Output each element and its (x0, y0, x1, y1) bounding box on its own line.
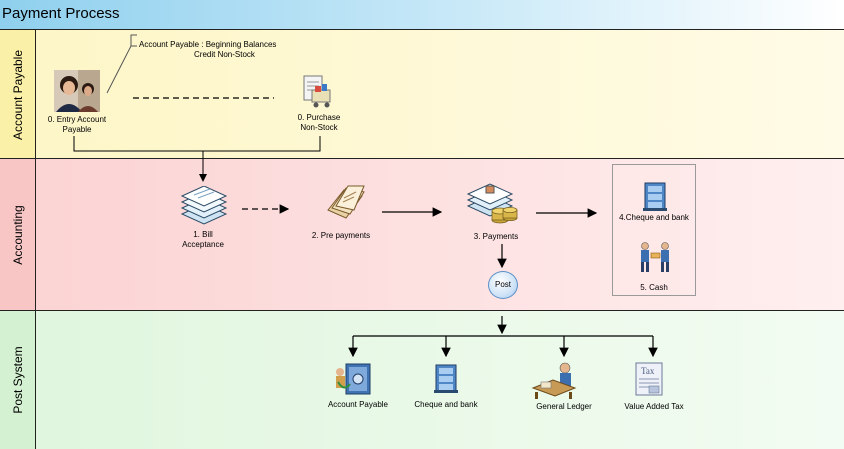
lane-label-accounting: Accounting (0, 159, 36, 311)
lane-label-account-payable: Account Payable (0, 30, 36, 159)
node-cheque-label: 4.Cheque and bank (619, 213, 689, 222)
lane-accounting: Accounting (0, 158, 844, 311)
bill-label-line2: Acceptance (182, 240, 224, 249)
document-stack-icon[interactable] (180, 186, 228, 226)
documents-coins-icon[interactable] (466, 180, 520, 226)
node-bill-label: 1. Bill Acceptance (166, 230, 240, 250)
lane-account-payable: Account Payable (0, 29, 844, 159)
tax-document-icon[interactable]: Tax (633, 360, 667, 398)
node-post-cheque-label: Cheque and bank (414, 400, 478, 409)
vault-icon[interactable] (334, 362, 374, 396)
purchase-label-line2: Non-Stock (300, 123, 338, 132)
purchase-label-line1: 0. Purchase (297, 113, 341, 122)
accountant-desk-icon[interactable] (531, 360, 577, 400)
entry-label-line1: 0. Entry Account (47, 115, 107, 124)
annotation-line2: Credit Non-Stock (194, 50, 255, 59)
node-post-vat-label: Value Added Tax (624, 402, 684, 411)
post-node[interactable]: Post (488, 271, 518, 299)
diagram-title: Payment Process (2, 5, 120, 22)
clipboard-cart-icon[interactable] (298, 74, 336, 110)
paper-documents-icon[interactable] (324, 182, 366, 222)
payment-method-group (612, 164, 696, 296)
lane-post-system: Post System (0, 310, 844, 449)
bank-building-icon[interactable] (432, 362, 460, 394)
entry-label-line2: Payable (62, 125, 92, 134)
node-prepay-label: 2. Pre payments (311, 231, 371, 240)
people-photo[interactable] (54, 70, 100, 112)
post-node-label: Post (494, 280, 511, 289)
node-post-gl-label: General Ledger (536, 402, 592, 411)
node-cash-label: 5. Cash (640, 283, 668, 292)
bank-building-icon[interactable] (641, 180, 669, 212)
node-entry-label: 0. Entry Account Payable (40, 115, 114, 135)
lane-label-post-system: Post System (0, 311, 36, 449)
annotation-bracket (106, 34, 137, 94)
node-purchase-label: 0. Purchase Non-Stock (282, 113, 356, 133)
node-post-ap-label: Account Payable (327, 400, 389, 409)
merge-connector (73, 136, 321, 181)
bill-label-line1: 1. Bill (193, 230, 213, 239)
annotation-line1: Account Payable : Beginning Balances (139, 40, 277, 49)
money-handover-icon[interactable] (638, 240, 672, 274)
title-bar: Payment Process (0, 0, 844, 29)
node-payments-label: 3. Payments (473, 232, 519, 241)
svg-text:Tax: Tax (641, 366, 655, 376)
